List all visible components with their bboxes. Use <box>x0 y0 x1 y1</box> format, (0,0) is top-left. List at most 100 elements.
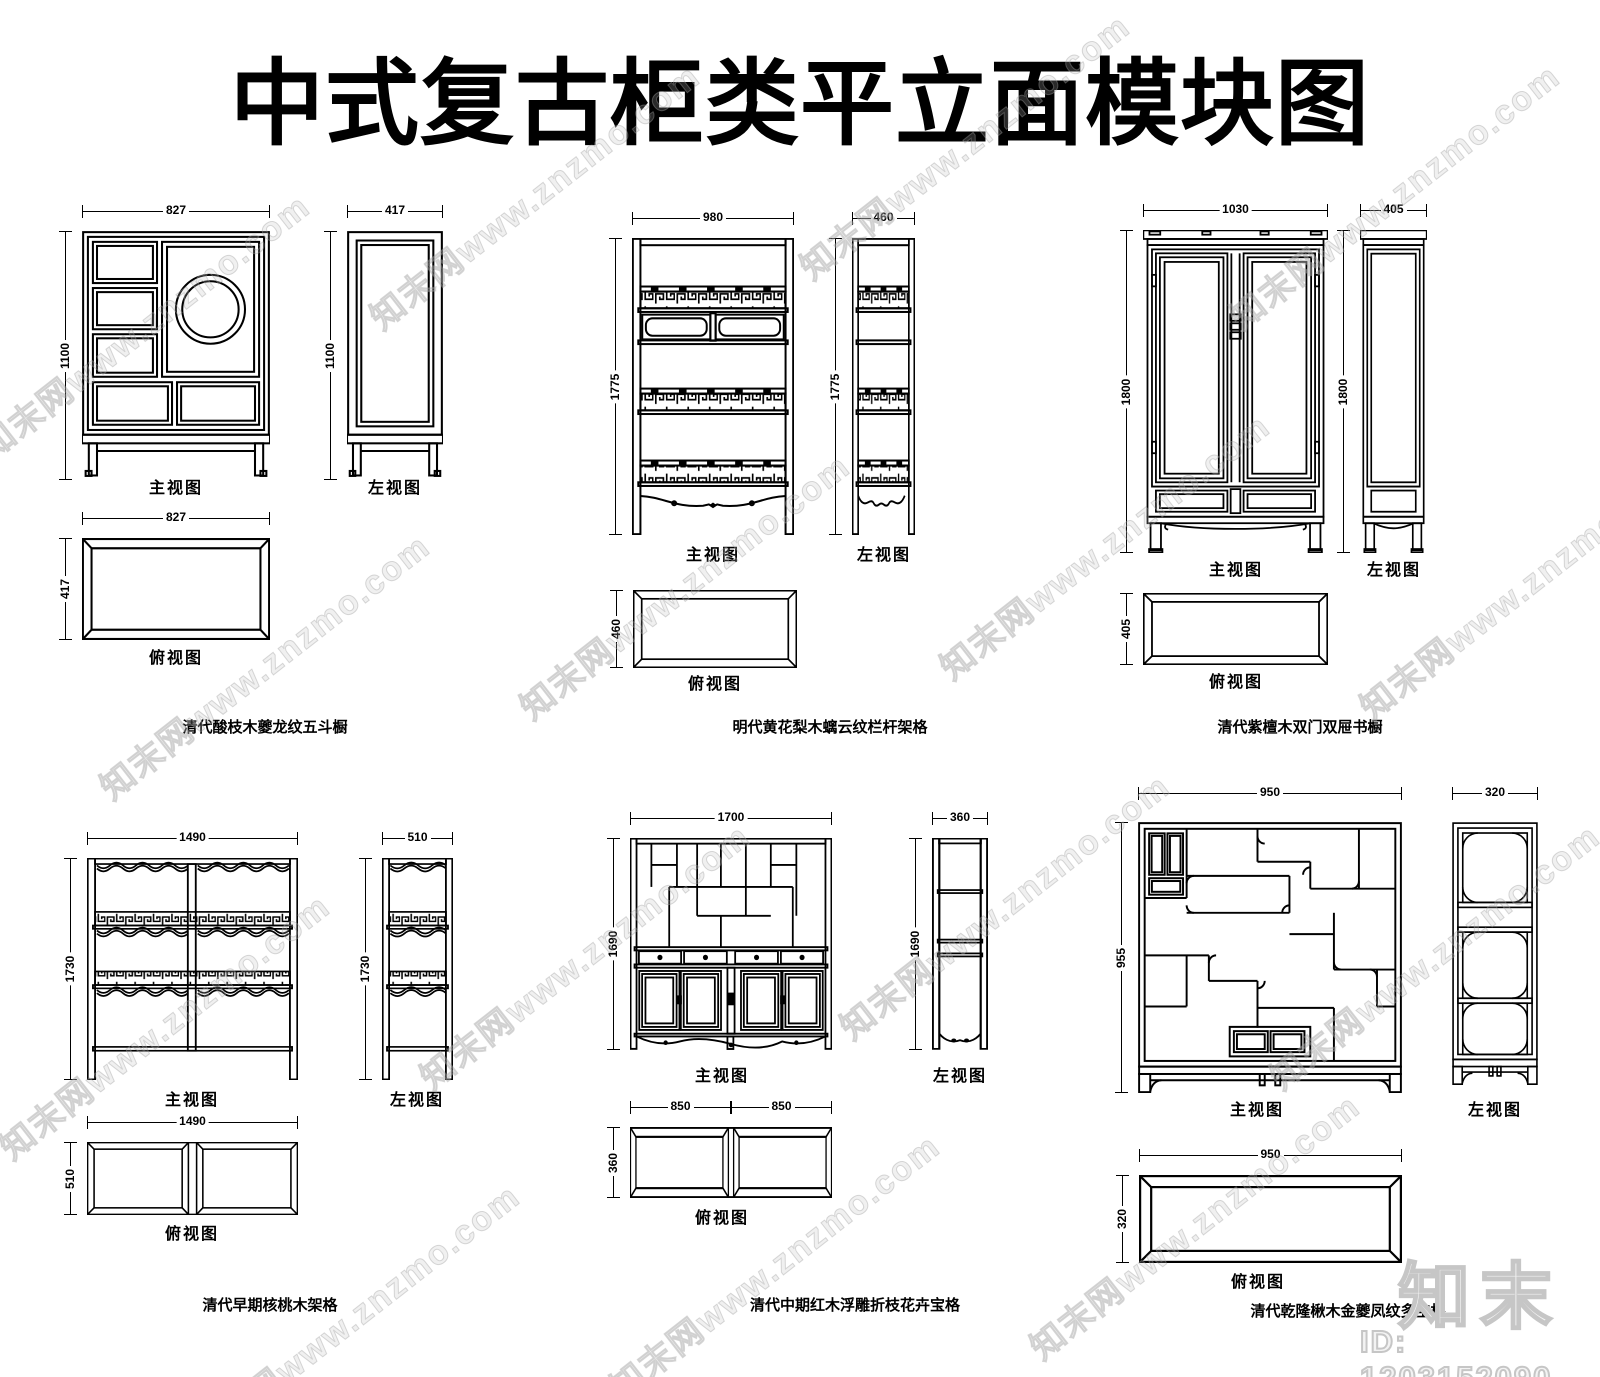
g4-side-height-dim: 1730 <box>358 858 372 1080</box>
g3-top-view-drawing <box>1143 593 1328 665</box>
g5-top-width-right-dim: 850 <box>731 1100 832 1114</box>
g4-top-view-drawing <box>87 1142 298 1215</box>
g2-side-view-drawing <box>852 238 915 535</box>
g3-top-depth-dim: 405 <box>1119 593 1133 665</box>
g4-caption: 清代早期核桃木架格 <box>202 1297 338 1314</box>
dim-text: 1800 <box>1336 375 1350 408</box>
g6-side-width-dim: 320 <box>1452 786 1538 800</box>
g6-front-view-label: 主视图 <box>1229 1102 1284 1119</box>
g5-side-height-dim: 1690 <box>908 838 922 1050</box>
g5-side-view-label: 左视图 <box>932 1068 987 1085</box>
g4-front-view-drawing <box>87 858 298 1080</box>
dim-text: 460 <box>609 615 623 643</box>
g4-top-depth-dim: 510 <box>63 1142 77 1215</box>
g1-side-view-drawing <box>347 231 443 477</box>
g5-top-view-drawing <box>630 1127 832 1198</box>
dim-text: 850 <box>667 1100 694 1114</box>
g4-side-view-drawing <box>382 858 453 1080</box>
g5-top-width-left-dim: 850 <box>630 1100 731 1114</box>
g2-side-height-dim: 1775 <box>828 238 842 535</box>
g6-top-depth-dim: 320 <box>1115 1175 1129 1263</box>
g1-side-height-dim: 1100 <box>323 231 337 480</box>
g6-top-view-drawing <box>1139 1175 1402 1263</box>
g3-side-height-dim: 1800 <box>1336 230 1350 553</box>
g4-top-view-label: 俯视图 <box>164 1226 219 1243</box>
g5-front-height-dim: 1690 <box>606 838 620 1050</box>
dim-text: 1030 <box>1219 203 1252 217</box>
g2-front-view-drawing <box>632 238 794 535</box>
dim-text: 1490 <box>176 1115 209 1129</box>
dim-text: 1690 <box>908 927 922 961</box>
g1-top-width-dim: 827 <box>82 511 270 525</box>
g5-top-depth-dim: 360 <box>606 1127 620 1198</box>
g5-front-view-drawing <box>630 838 832 1050</box>
g2-front-view-label: 主视图 <box>685 547 740 564</box>
g1-front-width-dim: 827 <box>82 204 270 218</box>
g4-side-view-label: 左视图 <box>389 1092 444 1109</box>
dim-text: 320 <box>1115 1205 1129 1233</box>
g3-front-view-label: 主视图 <box>1208 562 1263 579</box>
g4-side-width-dim: 510 <box>382 831 453 845</box>
g5-side-width-dim: 360 <box>932 811 988 825</box>
dim-text: 510 <box>404 831 431 845</box>
g6-front-width-dim: 950 <box>1138 786 1402 800</box>
dim-text: 955 <box>1114 944 1128 971</box>
g1-side-width-dim: 417 <box>347 204 443 218</box>
image-id: ID: 1203152090 <box>1359 1323 1551 1377</box>
g3-side-width-dim: 405 <box>1360 203 1427 217</box>
dim-text: 1730 <box>63 952 77 986</box>
g3-top-view-label: 俯视图 <box>1208 674 1263 691</box>
dim-text: 405 <box>1119 615 1133 643</box>
dim-text: 827 <box>162 204 190 218</box>
g2-front-height-dim: 1775 <box>608 238 622 535</box>
dim-text: 850 <box>768 1100 795 1114</box>
g3-side-view-drawing <box>1360 230 1427 553</box>
g3-front-view-drawing <box>1143 230 1328 553</box>
g6-side-view-drawing <box>1452 822 1538 1085</box>
g1-top-depth-dim: 417 <box>58 538 72 640</box>
g6-caption: 清代乾隆楸木金夔凤纹多宝格 <box>1250 1303 1446 1320</box>
dim-text: 950 <box>1257 1148 1284 1162</box>
dim-text: 417 <box>381 204 409 218</box>
g4-front-view-label: 主视图 <box>164 1092 219 1109</box>
dim-text: 950 <box>1256 786 1284 800</box>
g6-front-view-drawing <box>1138 822 1402 1093</box>
g4-front-height-dim: 1730 <box>63 858 77 1080</box>
dim-text: 360 <box>946 811 974 825</box>
g6-top-view-label: 俯视图 <box>1230 1274 1285 1291</box>
dim-text: 1100 <box>58 339 72 372</box>
dim-text: 1730 <box>358 952 372 986</box>
g1-front-view-drawing <box>82 231 270 477</box>
g3-side-view-label: 左视图 <box>1366 562 1421 579</box>
dim-text: 1775 <box>828 370 842 403</box>
dim-text: 1775 <box>608 370 622 403</box>
g2-side-view-label: 左视图 <box>856 547 911 564</box>
g4-top-width-dim: 1490 <box>87 1115 298 1129</box>
g5-top-view-label: 俯视图 <box>694 1210 749 1227</box>
dim-text: 405 <box>1380 203 1407 217</box>
g5-front-view-label: 主视图 <box>694 1068 749 1085</box>
g1-side-view-label: 左视图 <box>367 480 422 497</box>
g2-side-width-dim: 460 <box>852 211 915 225</box>
g2-top-depth-dim: 460 <box>609 590 623 668</box>
dim-text: 1100 <box>323 339 337 372</box>
dim-text: 1700 <box>714 811 748 825</box>
g2-top-view-label: 俯视图 <box>687 676 742 693</box>
g2-front-width-dim: 980 <box>632 211 794 225</box>
g2-top-view-drawing <box>633 590 797 668</box>
g6-side-view-label: 左视图 <box>1467 1102 1522 1119</box>
g1-front-height-dim: 1100 <box>58 231 72 480</box>
g6-top-width-dim: 950 <box>1139 1148 1402 1162</box>
dim-text: 827 <box>162 511 190 525</box>
g3-front-width-dim: 1030 <box>1143 203 1328 217</box>
g6-front-height-dim: 955 <box>1114 822 1128 1093</box>
g5-caption: 清代中期红木浮雕折枝花卉宝格 <box>749 1297 960 1314</box>
dim-text: 980 <box>699 211 727 225</box>
g1-caption: 清代酸枝木夔龙纹五斗橱 <box>182 719 348 736</box>
dim-text: 510 <box>63 1165 77 1192</box>
dim-text: 360 <box>606 1149 620 1176</box>
g3-front-height-dim: 1800 <box>1119 230 1133 553</box>
g2-caption: 明代黄花梨木螭云纹栏杆架格 <box>732 719 928 736</box>
dim-text: 1490 <box>176 831 209 845</box>
dim-text: 460 <box>870 211 897 225</box>
